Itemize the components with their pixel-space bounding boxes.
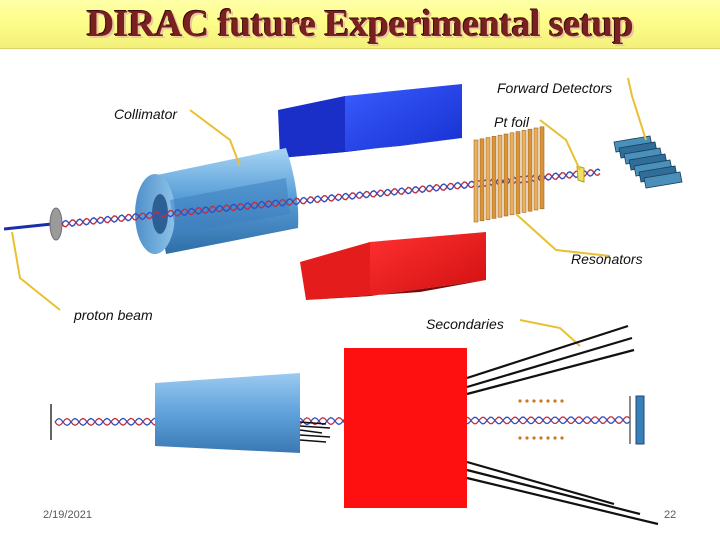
atom-dot [539, 399, 542, 402]
atom-dot [560, 436, 563, 439]
slide-page-number: 22 [664, 509, 676, 521]
atom-dot [518, 399, 521, 402]
lower-magnet-block [344, 348, 467, 508]
foil-strip [510, 133, 514, 215]
atom-dot [546, 436, 549, 439]
foil-strip [522, 130, 526, 212]
atom-dot [560, 399, 563, 402]
atom-dot [546, 399, 549, 402]
upper-magnet-blue [278, 84, 462, 158]
slide-date: 2/19/2021 [43, 509, 92, 521]
foil-strip [492, 136, 496, 218]
atom-dot [532, 436, 535, 439]
atom-dot [525, 436, 528, 439]
label-proton-beam: proton beam [74, 307, 153, 323]
label-pt-foil: Pt foil [494, 114, 529, 130]
label-resonators: Resonators [571, 251, 643, 267]
label-collimator: Collimator [114, 106, 177, 122]
lower-magnet-red [300, 232, 486, 300]
atom-dot [532, 399, 535, 402]
lower-detector-bar [636, 396, 644, 444]
label-secondaries: Secondaries [426, 316, 504, 332]
foil-strip [516, 132, 520, 214]
forward-detector-module [614, 136, 682, 188]
pt-foil-strips [474, 127, 544, 222]
foil-strip [480, 139, 484, 221]
lower-collimator-cone [155, 373, 300, 453]
atom-dot [539, 436, 542, 439]
foil-strip [486, 138, 490, 220]
atom-dot [553, 399, 556, 402]
foil-strip [504, 134, 508, 216]
exit-tracks [300, 422, 330, 442]
atom-dot [518, 436, 521, 439]
foil-strip [528, 129, 532, 211]
atom-dot [525, 399, 528, 402]
pt-foil-target [577, 166, 584, 182]
atom-dot [553, 436, 556, 439]
atom-dots [518, 399, 563, 439]
foil-strip [498, 135, 502, 217]
foil-strip [534, 128, 538, 210]
label-forward-detectors: Forward Detectors [497, 80, 612, 96]
foil-strip [474, 140, 478, 222]
foil-strip [540, 127, 544, 209]
